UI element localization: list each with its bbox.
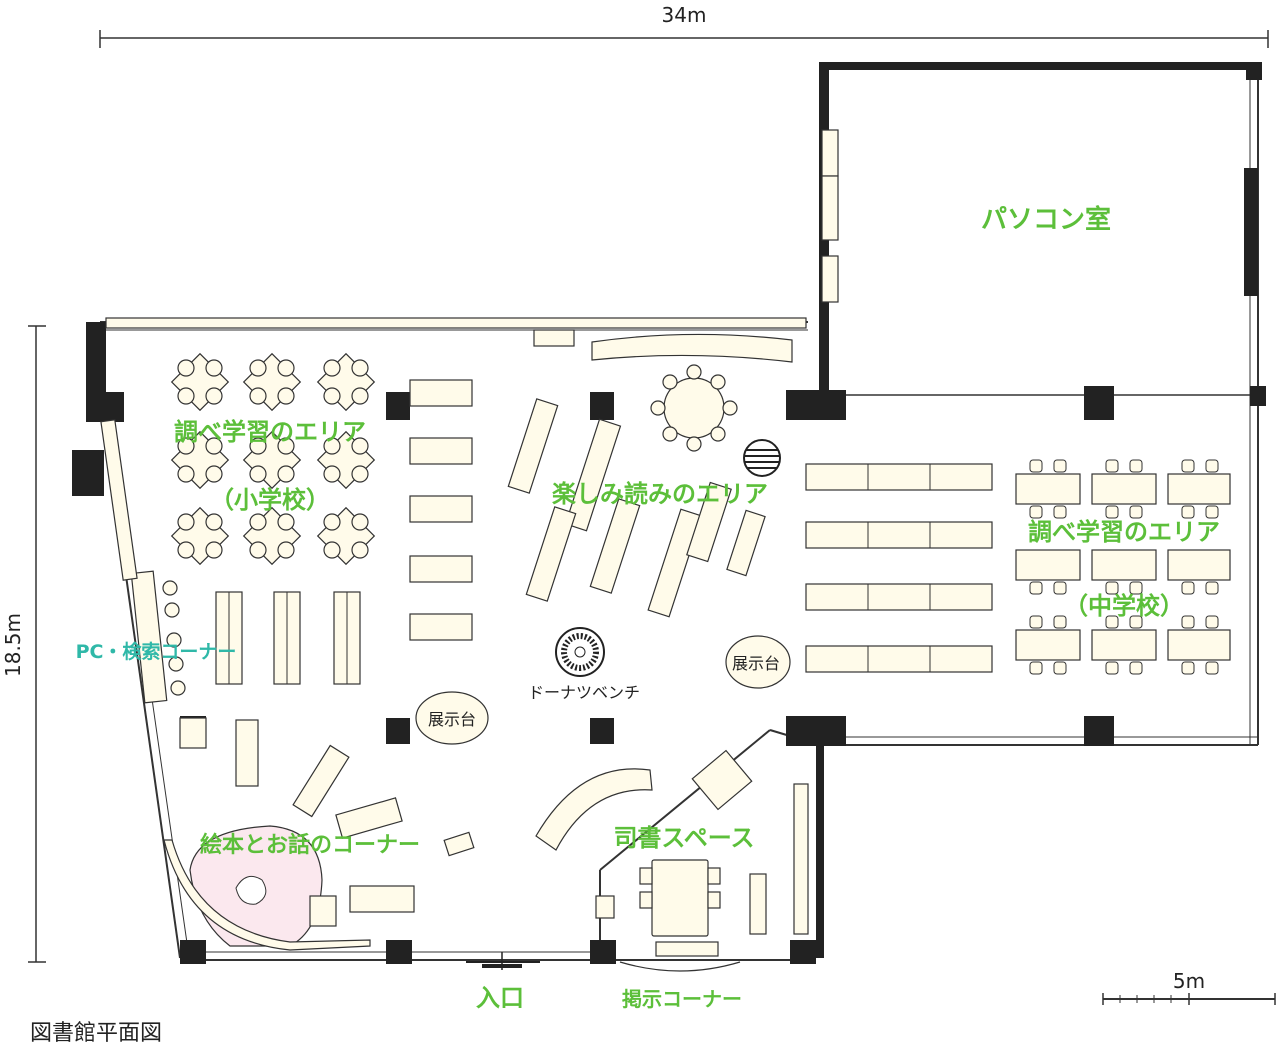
middle-school-tables: [1015, 459, 1231, 675]
middle-school-study-label: 調べ学習のエリア: [1028, 518, 1220, 546]
scale-bar: 5m: [1102, 969, 1276, 1005]
round-table: [650, 364, 738, 452]
bulletin-corner-label: 掲示コーナー: [622, 987, 742, 1011]
display-stand-2: 展示台: [725, 635, 791, 689]
width-label: 34m: [662, 3, 707, 27]
dimension-height: 18.5m: [1, 325, 46, 963]
display-stand-2-label: 展示台: [732, 654, 780, 673]
elementary-shelves: [215, 591, 361, 685]
librarian-space-label: 司書スペース: [613, 824, 754, 852]
height-label: 18.5m: [1, 613, 25, 677]
elementary-tables: [170, 352, 376, 566]
elementary-study-label: 調べ学習のエリア: [174, 418, 366, 446]
reading-shelves: [507, 398, 766, 618]
display-stand-1: 展示台: [415, 691, 489, 745]
pc-room-label: パソコン室: [981, 204, 1111, 235]
scale-label: 5m: [1173, 969, 1205, 993]
pc-search-label: PC・検索コーナー: [76, 640, 237, 663]
plan-caption: 図書館平面図: [30, 1021, 162, 1046]
pc-search-furniture: [100, 419, 186, 704]
middle-school-shelves: [805, 463, 993, 673]
librarian-furniture: [535, 749, 809, 957]
picture-book-furniture: [163, 717, 475, 951]
donut-bench: [555, 627, 605, 677]
reading-area-label: 楽しみ読みのエリア: [552, 480, 768, 508]
top-wall-shelf: [105, 317, 807, 363]
display-stand-1-label: 展示台: [428, 710, 476, 729]
elementary-study-sub: （小学校）: [210, 486, 330, 514]
pillars: [72, 64, 1266, 964]
pc-room-shelves: [821, 129, 839, 303]
striped-stool: [743, 439, 781, 477]
entrance-label: 入口: [476, 984, 524, 1012]
picture-book-label: 絵本とお話のコーナー: [200, 832, 420, 858]
center-shelves: [409, 379, 473, 641]
dimension-width: 34m: [99, 3, 1269, 48]
middle-school-study-sub: （中学校）: [1064, 592, 1184, 620]
donut-bench-label: ドーナツベンチ: [528, 683, 640, 702]
entrance-doors: [466, 952, 741, 972]
